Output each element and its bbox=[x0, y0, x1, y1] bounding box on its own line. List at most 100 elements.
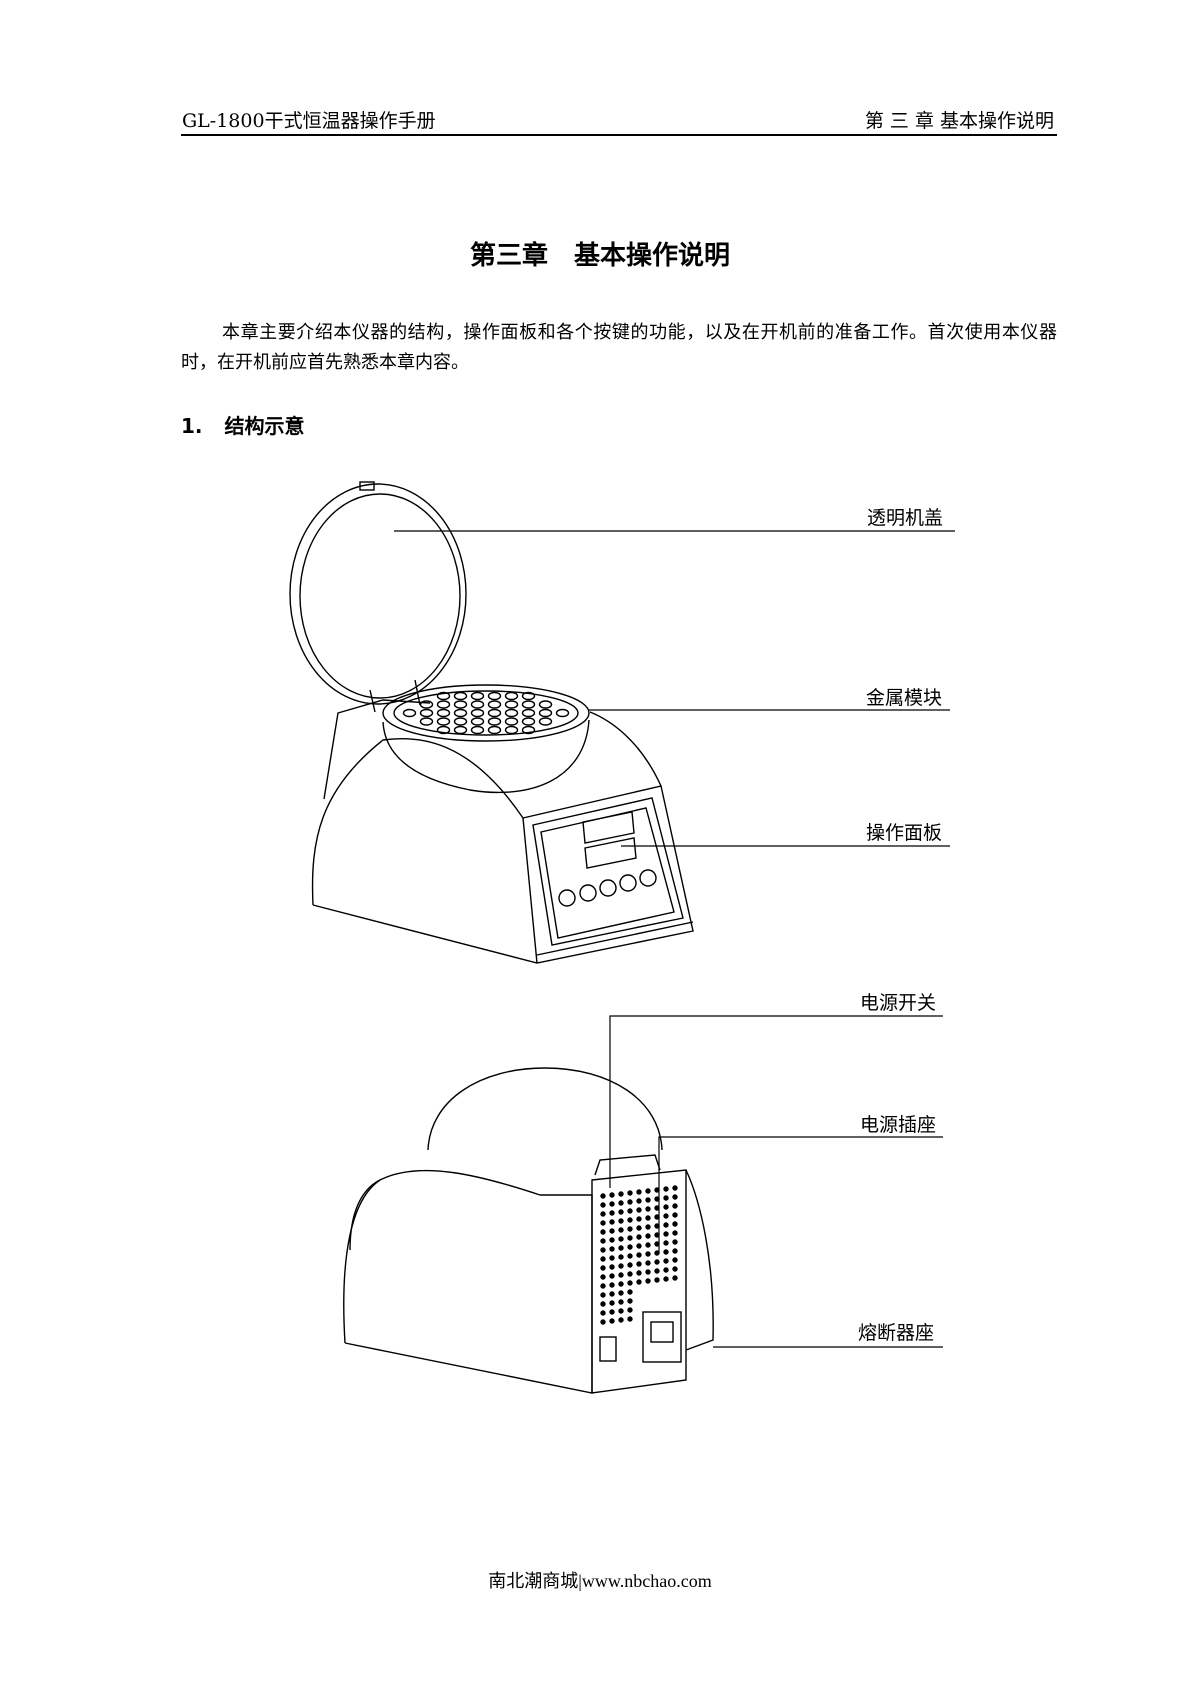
hole bbox=[436, 725, 451, 735]
vent-hole bbox=[627, 1199, 633, 1205]
vent-hole bbox=[636, 1279, 642, 1285]
vent-hole bbox=[636, 1261, 642, 1267]
transparent-lid-inner bbox=[299, 493, 461, 699]
hole bbox=[521, 691, 536, 701]
panel-buttons bbox=[558, 869, 657, 907]
metal-block-holes bbox=[402, 691, 570, 735]
vent-hole bbox=[618, 1254, 624, 1260]
vent-hole bbox=[618, 1281, 624, 1287]
hole bbox=[419, 717, 434, 726]
vent-hole bbox=[600, 1202, 606, 1208]
hole bbox=[436, 700, 451, 709]
label-metal-block: 金属模块 bbox=[866, 687, 943, 709]
vent-hole bbox=[645, 1251, 651, 1257]
hole bbox=[504, 691, 519, 701]
vent-hole bbox=[627, 1190, 633, 1196]
vent-hole bbox=[609, 1291, 615, 1297]
vent-hole bbox=[600, 1265, 606, 1271]
vent-hole bbox=[636, 1189, 642, 1195]
label-fuse-holder: 熔断器座 bbox=[858, 1322, 935, 1344]
hole bbox=[487, 717, 502, 726]
vent-hole bbox=[663, 1240, 669, 1246]
vent-hole bbox=[663, 1267, 669, 1273]
vent-hole bbox=[627, 1262, 633, 1268]
hole bbox=[436, 708, 451, 718]
hole bbox=[487, 691, 502, 701]
vent-hole bbox=[609, 1228, 615, 1234]
metal-block-ring bbox=[382, 684, 590, 742]
vent-hole bbox=[627, 1298, 633, 1304]
hole bbox=[538, 700, 553, 709]
hole bbox=[470, 691, 485, 701]
vent-hole bbox=[663, 1186, 669, 1192]
hole bbox=[453, 725, 468, 735]
vent-hole bbox=[672, 1203, 678, 1209]
section-number: 1. bbox=[181, 414, 203, 438]
vent-hole bbox=[663, 1222, 669, 1228]
hole bbox=[487, 708, 502, 718]
lid-latch bbox=[359, 481, 375, 491]
hole bbox=[504, 717, 519, 726]
hole bbox=[453, 700, 468, 709]
vent-hole bbox=[672, 1266, 678, 1272]
hole bbox=[555, 708, 570, 718]
vent-hole bbox=[672, 1212, 678, 1218]
vent-hole bbox=[618, 1317, 624, 1323]
vent-hole bbox=[654, 1277, 660, 1283]
vent-hole bbox=[600, 1301, 606, 1307]
body-arch bbox=[311, 711, 662, 906]
leader-lines bbox=[394, 530, 955, 1348]
vent-hole bbox=[645, 1269, 651, 1275]
vent-hole bbox=[663, 1258, 669, 1264]
vent-hole bbox=[618, 1308, 624, 1314]
transparent-lid-outer bbox=[289, 483, 467, 705]
vent-hole bbox=[600, 1238, 606, 1244]
vent-hole bbox=[609, 1282, 615, 1288]
vent-hole bbox=[609, 1264, 615, 1270]
label-power-switch: 电源开关 bbox=[860, 992, 937, 1014]
vent-hole bbox=[672, 1185, 678, 1191]
vent-hole bbox=[627, 1316, 633, 1322]
header-divider bbox=[181, 134, 1057, 136]
hole bbox=[402, 708, 417, 718]
vent-hole bbox=[636, 1270, 642, 1276]
vent-hole bbox=[627, 1307, 633, 1313]
hole bbox=[504, 708, 519, 718]
vent-hole bbox=[609, 1237, 615, 1243]
vent-hole bbox=[645, 1197, 651, 1203]
vent-hole bbox=[672, 1221, 678, 1227]
vent-hole bbox=[609, 1309, 615, 1315]
vent-hole bbox=[672, 1275, 678, 1281]
vent-hole bbox=[672, 1248, 678, 1254]
vent-hole bbox=[609, 1192, 615, 1198]
header-manual-title: GL-1800干式恒温器操作手册 bbox=[182, 110, 436, 132]
vent-hole bbox=[663, 1195, 669, 1201]
vent-hole bbox=[636, 1243, 642, 1249]
hole bbox=[419, 708, 434, 718]
vent-hole bbox=[627, 1271, 633, 1277]
vent-hole bbox=[600, 1274, 606, 1280]
hole bbox=[470, 700, 485, 709]
body-side bbox=[312, 785, 694, 964]
vent-hole bbox=[672, 1230, 678, 1236]
vent-hole bbox=[618, 1299, 624, 1305]
vent-hole bbox=[645, 1224, 651, 1230]
vent-hole bbox=[600, 1220, 606, 1226]
hole bbox=[538, 717, 553, 726]
vent-hole bbox=[609, 1273, 615, 1279]
vent-hole bbox=[600, 1256, 606, 1262]
vent-hole bbox=[609, 1318, 615, 1324]
vent-hole bbox=[645, 1206, 651, 1212]
page-title: 第三章 基本操作说明 bbox=[469, 241, 730, 271]
hole bbox=[521, 700, 536, 709]
vent-hole bbox=[627, 1235, 633, 1241]
vent-hole bbox=[636, 1225, 642, 1231]
operation-panel bbox=[532, 797, 684, 946]
vent-hole bbox=[600, 1193, 606, 1199]
vent-hole bbox=[654, 1259, 660, 1265]
vent-hole bbox=[600, 1292, 606, 1298]
hole bbox=[453, 708, 468, 718]
vent-hole bbox=[609, 1300, 615, 1306]
vent-hole bbox=[663, 1204, 669, 1210]
vent-hole bbox=[663, 1231, 669, 1237]
